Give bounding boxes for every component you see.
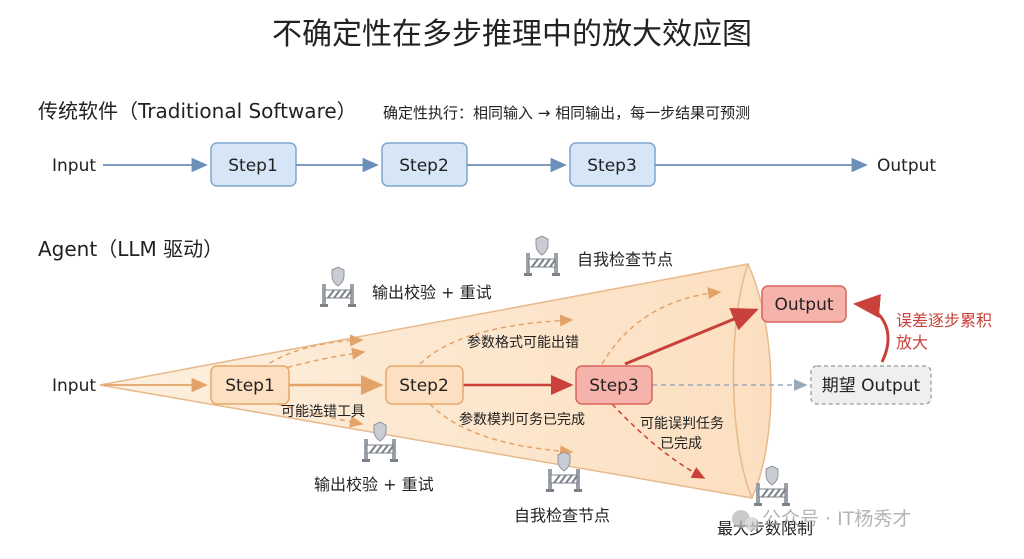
agent-heading: Agent（LLM 驱动） (38, 237, 223, 261)
branch-step3-down (611, 403, 706, 479)
page-title: 不确定性在多步推理中的放大效应图 (272, 17, 752, 52)
expected-output-label: 期望 Output (822, 376, 921, 396)
trad-step3-label: Step3 (587, 156, 637, 176)
traditional-heading: 传统软件（Traditional Software） (38, 99, 357, 123)
error-note-line1: 误差逐步累积 (896, 311, 992, 330)
agent-step3-label: Step3 (589, 376, 639, 396)
cone-rim (732, 263, 753, 499)
trad-step1-label: Step1 (228, 156, 278, 176)
branch-step1-up-1 (261, 334, 364, 369)
watermark: 公众号 · IT杨秀才 (732, 508, 911, 531)
label-misjudge-line1: 可能误判任务 (640, 416, 724, 432)
label-tool-select: 可能选错工具 (281, 404, 365, 420)
label-misjudge-line2: 已完成 (660, 436, 702, 452)
trad-output-label: Output (877, 156, 936, 176)
agent-step3-box (575, 365, 653, 405)
trad-step2-label: Step2 (399, 156, 449, 176)
barrier-icon (523, 235, 561, 277)
error-note-line2: 放大 (896, 333, 928, 352)
agent-step2-label: Step2 (399, 376, 449, 396)
agent-output-box (761, 285, 847, 323)
label-check-top-right: 自我检查节点 (577, 250, 673, 269)
traditional-note: 确定性执行：相同输入 → 相同输出，每一步结果可预测 (383, 104, 750, 122)
label-check-bottom-mid: 自我检查节点 (514, 506, 610, 525)
branch-step2-up (419, 314, 574, 365)
agent-output-label: Output (774, 295, 833, 315)
agent-step1-box (210, 365, 290, 405)
watermark-text: 公众号 · IT杨秀才 (762, 508, 911, 530)
branch-step2-down (429, 403, 574, 458)
agent-step2-box (385, 365, 464, 405)
expected-output-box (810, 365, 932, 405)
agent-step1-label: Step1 (225, 376, 275, 396)
label-param-format: 参数格式可能出错 (467, 334, 579, 351)
label-check-top-left: 输出校验 + 重试 (372, 283, 492, 302)
agent-input-label: Input (52, 376, 96, 396)
branch-arrows (261, 287, 722, 458)
label-check-bottom-left: 输出校验 + 重试 (314, 475, 434, 494)
agent-arrow-3-output (624, 308, 759, 366)
trad-input-label: Input (52, 156, 96, 176)
barrier-icon (319, 266, 357, 308)
error-accumulate-arrow (853, 294, 890, 363)
label-param-ambiguous: 参数模判可务已完成 (459, 411, 585, 428)
